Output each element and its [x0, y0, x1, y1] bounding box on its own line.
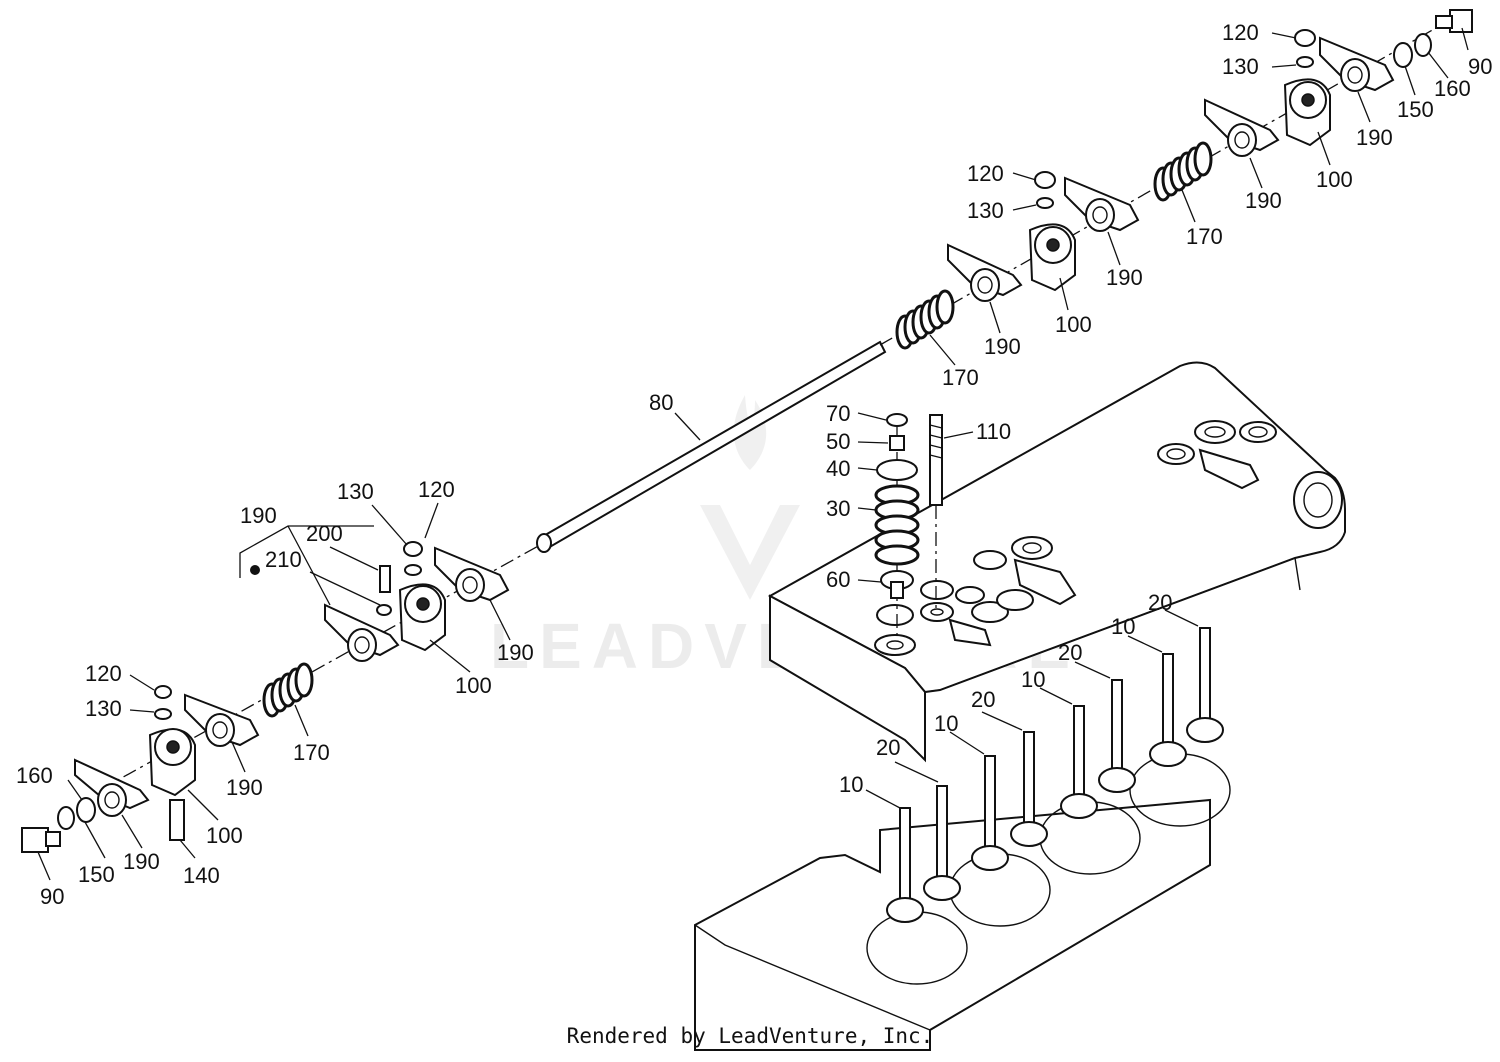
label-30: 30 — [826, 496, 850, 521]
label-130-mr: 130 — [967, 198, 1004, 223]
label-190-bl1: 190 — [226, 775, 263, 800]
label-150-bl: 150 — [78, 862, 115, 887]
label-120-tr: 120 — [1222, 20, 1259, 45]
label-20-a: 20 — [876, 735, 900, 760]
label-170-tr: 170 — [1186, 224, 1223, 249]
label-100-tr: 100 — [1316, 167, 1353, 192]
label-10-a: 10 — [839, 772, 863, 797]
label-190-ml: 190 — [497, 640, 534, 665]
rocker-group-middle-left — [250, 541, 510, 662]
label-100-bl: 100 — [206, 823, 243, 848]
bolt-90-bl — [21, 827, 61, 853]
valve-10-d — [1149, 653, 1187, 767]
label-130-ml: 130 — [337, 479, 374, 504]
label-20-d: 20 — [1148, 590, 1172, 615]
label-90-bl: 90 — [40, 884, 64, 909]
label-20-b: 20 — [971, 687, 995, 712]
label-190-mr2: 190 — [984, 334, 1021, 359]
valve-20-a — [923, 785, 961, 901]
label-130-bl: 130 — [85, 696, 122, 721]
label-60: 60 — [826, 567, 850, 592]
label-190-tr1: 190 — [1356, 125, 1393, 150]
label-10-d: 10 — [1111, 614, 1135, 639]
spring-170-mr — [895, 289, 955, 350]
label-190-bl2: 190 — [123, 849, 160, 874]
part-labels: 120 130 90 160 150 190 100 190 170 120 1… — [16, 20, 1492, 909]
label-130-tr: 130 — [1222, 54, 1259, 79]
leader-lines — [37, 27, 1469, 881]
label-210: 210 — [265, 547, 302, 572]
cylinder-head — [694, 361, 1346, 1051]
rocker-group-bottom-left — [21, 685, 260, 853]
label-80: 80 — [649, 390, 673, 415]
valve-20-b — [1010, 731, 1048, 847]
label-170-mr: 170 — [942, 365, 979, 390]
label-20-c: 20 — [1058, 640, 1082, 665]
label-10-b: 10 — [934, 711, 958, 736]
label-150-tr: 150 — [1397, 97, 1434, 122]
rocker-assemblies — [21, 9, 1473, 853]
rocker-group-middle-right — [947, 171, 1140, 302]
rocker-group-top-right — [1204, 9, 1473, 157]
label-90-tr: 90 — [1468, 54, 1492, 79]
spring-170-ml — [262, 662, 314, 718]
label-70: 70 — [826, 401, 850, 426]
valve-10-b — [971, 755, 1009, 871]
label-10-c: 10 — [1021, 667, 1045, 692]
valve-20-c — [1098, 679, 1136, 793]
label-120-ml: 120 — [418, 477, 455, 502]
valve-10-c — [1060, 705, 1098, 819]
label-190-mr1: 190 — [1106, 265, 1143, 290]
label-190-ml-top: 190 — [240, 503, 277, 528]
valves — [886, 627, 1224, 923]
valve-20-d — [1186, 627, 1224, 743]
label-170-ml: 170 — [293, 740, 330, 765]
valve-10-a — [886, 807, 924, 923]
label-160-tr: 160 — [1434, 76, 1471, 101]
label-110: 110 — [976, 419, 1011, 444]
label-190-tr2: 190 — [1245, 188, 1282, 213]
spring-170-tr — [1153, 141, 1213, 202]
shaft-springs — [262, 141, 1213, 718]
label-40: 40 — [826, 456, 850, 481]
label-120-bl: 120 — [85, 661, 122, 686]
label-100-ml: 100 — [455, 673, 492, 698]
bolt-90-tr — [1435, 9, 1473, 33]
label-100-mr: 100 — [1055, 312, 1092, 337]
label-160-bl: 160 — [16, 763, 53, 788]
stud-110 — [929, 414, 943, 610]
label-50: 50 — [826, 429, 850, 454]
label-120-mr: 120 — [967, 161, 1004, 186]
footer-credit: Rendered by LeadVenture, Inc. — [566, 1024, 934, 1048]
label-200: 200 — [306, 521, 343, 546]
label-140: 140 — [183, 863, 220, 888]
